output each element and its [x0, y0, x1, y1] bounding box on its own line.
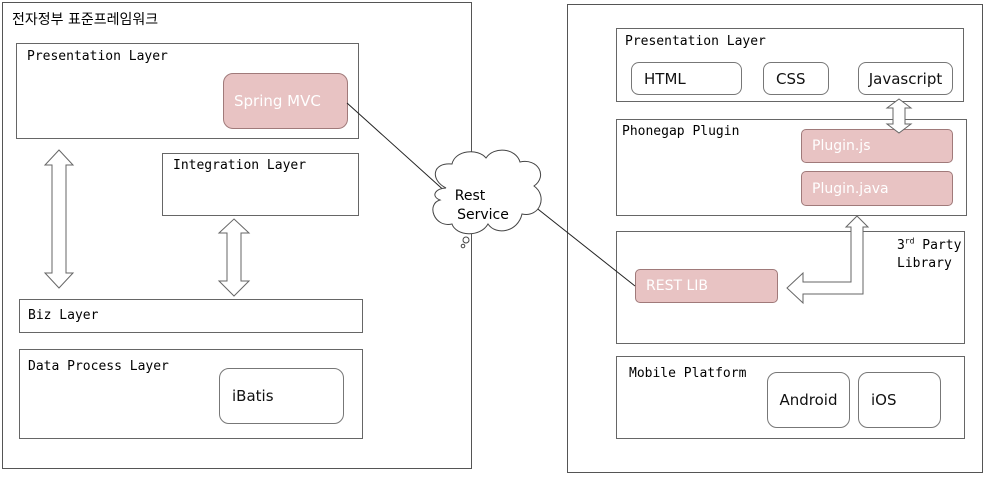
rest-lib-block: REST LIB	[635, 269, 778, 303]
javascript-plugin-double-arrow	[885, 98, 913, 134]
integration-layer-label: Integration Layer	[173, 158, 307, 173]
presentation-biz-double-arrow	[43, 149, 75, 289]
data-process-layer-label: Data Process Layer	[28, 359, 169, 374]
spring-mvc-block: Spring MVC	[223, 73, 348, 129]
plugin-java-block: Plugin.java	[801, 171, 953, 206]
egov-framework-title: 전자정부 표준프레임워크	[12, 12, 159, 28]
javascript-block: Javascript	[858, 62, 953, 95]
ios-block: iOS	[858, 372, 941, 428]
third-party-label: 3rd Party	[897, 236, 962, 253]
left-presentation-layer-label: Presentation Layer	[27, 49, 168, 64]
plugin-java-rest-lib-elbow-arrow	[786, 215, 870, 305]
mobile-platform-label: Mobile Platform	[629, 366, 747, 381]
plugin-js-block: Plugin.js	[801, 129, 953, 163]
biz-layer-label: Biz Layer	[28, 308, 99, 323]
ibatis-block: iBatis	[219, 368, 344, 424]
android-block: Android	[767, 372, 850, 428]
rest-service-label-line1: Rest	[454, 188, 486, 204]
phonegap-plugin-label: Phonegap Plugin	[622, 124, 740, 139]
css-block: CSS	[763, 62, 829, 95]
rest-service-label-line2: Service	[457, 207, 509, 223]
right-presentation-layer-label: Presentation Layer	[625, 34, 766, 49]
biz-layer-box	[19, 299, 363, 333]
integration-biz-double-arrow	[217, 218, 251, 297]
cloud-to-rest-lib-line	[533, 205, 636, 287]
integration-layer-box	[162, 153, 359, 216]
html-block: HTML	[631, 62, 742, 95]
rest-service-cloud	[432, 149, 542, 249]
spring-mvc-to-cloud-line	[346, 102, 449, 195]
library-label: Library	[897, 256, 952, 271]
